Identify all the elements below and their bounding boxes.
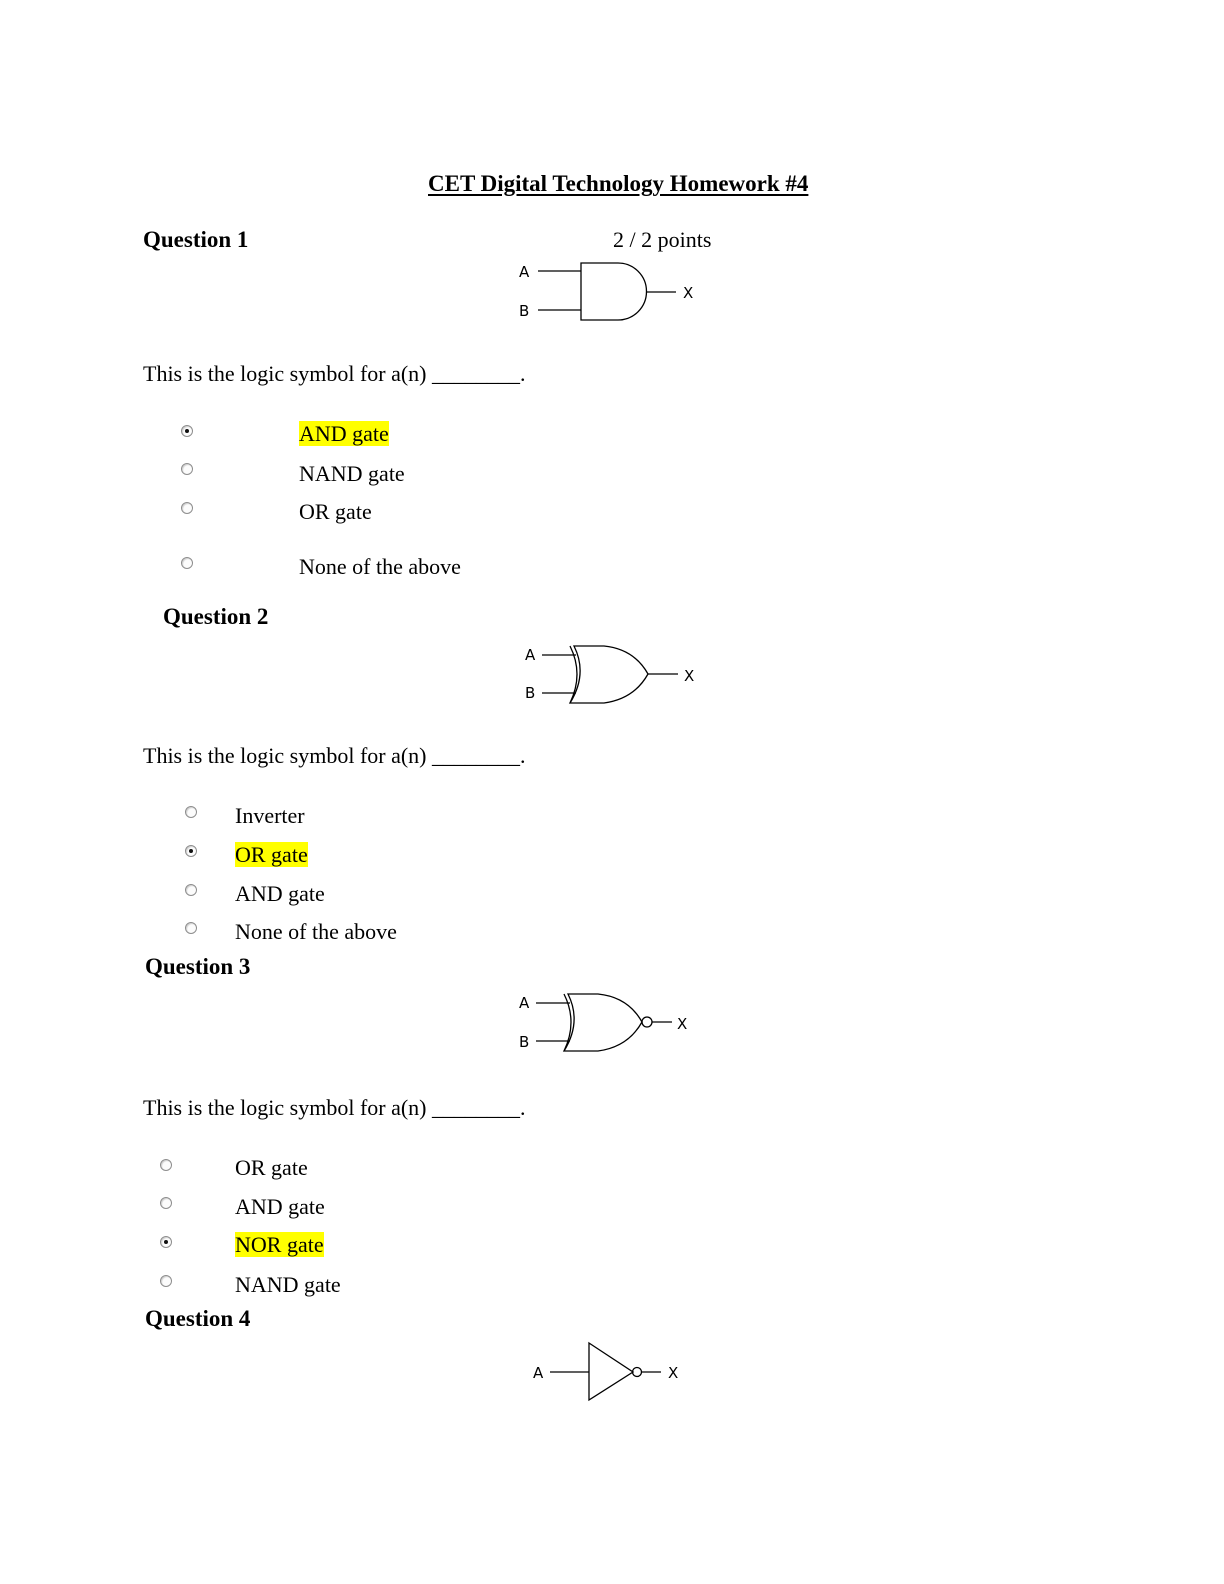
q1-option-3-label: OR gate: [299, 499, 372, 524]
diagram-label-x: X: [668, 1364, 678, 1382]
diagram-label-a: A: [525, 646, 536, 664]
q2-option-1-radio[interactable]: [185, 806, 197, 818]
diagram-label-b: B: [525, 684, 535, 702]
diagram-label-a: A: [519, 994, 530, 1012]
q3-option-3-radio[interactable]: [160, 1236, 172, 1248]
question-1-heading: Question 1: [143, 227, 249, 252]
diagram-label-b: B: [519, 302, 529, 320]
q1-option-3-radio[interactable]: [181, 502, 193, 514]
diagram-label-x: X: [683, 284, 693, 302]
diagram-label-x: X: [677, 1015, 687, 1033]
question-1-score: 2 / 2 points: [613, 227, 712, 252]
diagram-label-b: B: [519, 1033, 529, 1051]
q2-option-4-label: None of the above: [235, 919, 397, 944]
q3-option-1-radio[interactable]: [160, 1159, 172, 1171]
q3-option-3-label: NOR gate: [235, 1232, 324, 1257]
question-3-prompt: This is the logic symbol for a(n) ______…: [143, 1095, 526, 1120]
q2-option-4-radio[interactable]: [185, 922, 197, 934]
q3-option-4-radio[interactable]: [160, 1275, 172, 1287]
q2-option-3-radio[interactable]: [185, 884, 197, 896]
q3-option-2-radio[interactable]: [160, 1197, 172, 1209]
q1-option-4-label: None of the above: [299, 554, 461, 579]
q1-option-1-label: AND gate: [299, 421, 389, 446]
diagram-label-a: A: [533, 1364, 544, 1382]
q1-option-4-radio[interactable]: [181, 557, 193, 569]
q2-option-2-radio[interactable]: [185, 845, 197, 857]
and-gate-icon: A B X: [519, 262, 693, 321]
nor-gate-icon: A B X: [519, 993, 687, 1052]
or-gate-icon: A B X: [525, 645, 694, 704]
question-1-prompt: This is the logic symbol for a(n) ______…: [143, 361, 526, 386]
q2-option-1-label: Inverter: [235, 803, 305, 828]
diagram-label-a: A: [519, 263, 530, 281]
inverter-gate-icon: A X: [533, 1341, 678, 1402]
q2-option-3-label: AND gate: [235, 881, 325, 906]
question-4-heading: Question 4: [145, 1306, 251, 1331]
q1-option-1-radio[interactable]: [181, 425, 193, 437]
q1-option-2-label: NAND gate: [299, 461, 405, 486]
q2-option-2-label: OR gate: [235, 842, 308, 867]
q3-option-4-label: NAND gate: [235, 1272, 341, 1297]
question-2-heading: Question 2: [163, 604, 269, 629]
q3-option-1-label: OR gate: [235, 1155, 308, 1180]
q3-option-2-label: AND gate: [235, 1194, 325, 1219]
diagram-label-x: X: [684, 667, 694, 685]
page-title: CET Digital Technology Homework #4: [428, 171, 809, 196]
question-3-heading: Question 3: [145, 954, 251, 979]
question-2-prompt: This is the logic symbol for a(n) ______…: [143, 743, 526, 768]
q1-option-2-radio[interactable]: [181, 463, 193, 475]
